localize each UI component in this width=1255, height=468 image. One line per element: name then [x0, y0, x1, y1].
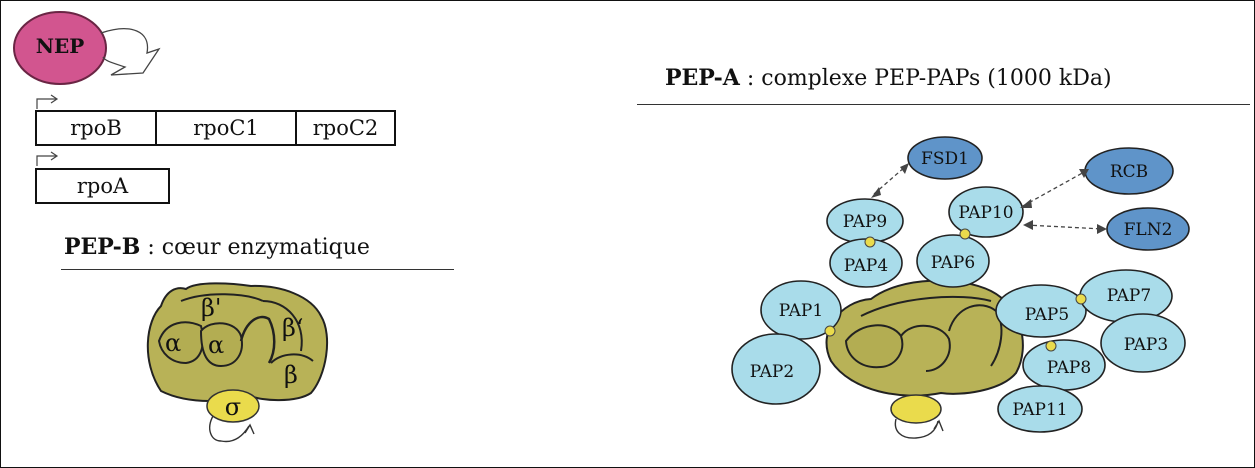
- pap6-blob: [916, 234, 990, 288]
- pep-a-sigma-blob: [890, 394, 942, 424]
- pep-a-core: [825, 279, 1024, 397]
- pep-b-name: PEP-B: [64, 234, 141, 260]
- pap-label-pap7: PAP7: [1107, 286, 1151, 306]
- pep-b-description: : cœur enzymatique: [140, 235, 370, 260]
- pep-a-name: PEP-A: [665, 65, 740, 91]
- gene-row-2: rpoA: [35, 168, 170, 204]
- pep-a-rule: [637, 104, 1250, 105]
- subunit-beta-prime: β': [201, 294, 221, 322]
- subunit-beta-dprime: β‘: [282, 314, 304, 342]
- connector-dots: [824, 228, 1087, 352]
- subunit-alpha-1: α: [165, 329, 181, 357]
- pap-label-pap1: PAP1: [779, 301, 823, 321]
- gene-row-1: rpoB rpoC1 rpoC2: [35, 110, 396, 146]
- nep-label: NEP: [36, 34, 85, 58]
- pep-a-description: : complexe PEP-PAPs (1000 kDa): [739, 66, 1112, 91]
- gene-box-rpoc2: rpoC2: [295, 110, 396, 146]
- pap-label-pap10: PAP10: [958, 203, 1013, 223]
- pap-label-rcb: RCB: [1110, 162, 1148, 182]
- pap-label-pap11: PAP11: [1012, 400, 1067, 420]
- promoter-arrow-row2: [36, 151, 59, 166]
- pap-label-pap3: PAP3: [1124, 335, 1168, 355]
- pap2-blob: [731, 333, 821, 405]
- pep-a-heading: PEP-A : complexe PEP-PAPs (1000 kDa): [665, 65, 1112, 91]
- pap-label-pap5: PAP5: [1025, 305, 1069, 325]
- promoter-arrow-row1: [36, 94, 59, 109]
- pap3-blob: [1100, 313, 1186, 373]
- pap-blobs: [731, 136, 1190, 433]
- sigma-tail: [209, 415, 255, 443]
- pap-label-pap8: PAP8: [1047, 358, 1091, 378]
- pap-label-pap2: PAP2: [750, 362, 794, 382]
- fsd1-blob: [907, 136, 983, 180]
- subunit-sigma: σ: [225, 393, 241, 421]
- gene-box-rpoc1: rpoC1: [155, 110, 297, 146]
- arrowheads: [871, 163, 1107, 234]
- pap10-blob: [948, 186, 1024, 238]
- pep-a-sigma-tail: [894, 418, 944, 439]
- pap-label-pap4: PAP4: [844, 256, 888, 276]
- pap11-blob: [997, 385, 1083, 433]
- pap-label-pap6: PAP6: [931, 253, 975, 273]
- pap-label-pap9: PAP9: [843, 212, 887, 232]
- gene-box-rpob: rpoB: [35, 110, 157, 146]
- pap1-blob: [760, 280, 842, 340]
- pap5-blob: [995, 284, 1087, 338]
- pap-label-fln2: FLN2: [1124, 220, 1173, 240]
- subunit-alpha-2: α: [208, 331, 224, 359]
- pep-b-heading: PEP-B : cœur enzymatique: [64, 234, 370, 260]
- nep-blob: [13, 11, 107, 85]
- subunit-beta: β: [284, 361, 298, 389]
- nep-arrow: [100, 28, 161, 76]
- pap-label-fsd1: FSD1: [921, 149, 969, 169]
- pep-b-rule: [61, 269, 454, 270]
- sigma-blob: [206, 389, 260, 423]
- gene-box-rpoa: rpoA: [35, 168, 170, 204]
